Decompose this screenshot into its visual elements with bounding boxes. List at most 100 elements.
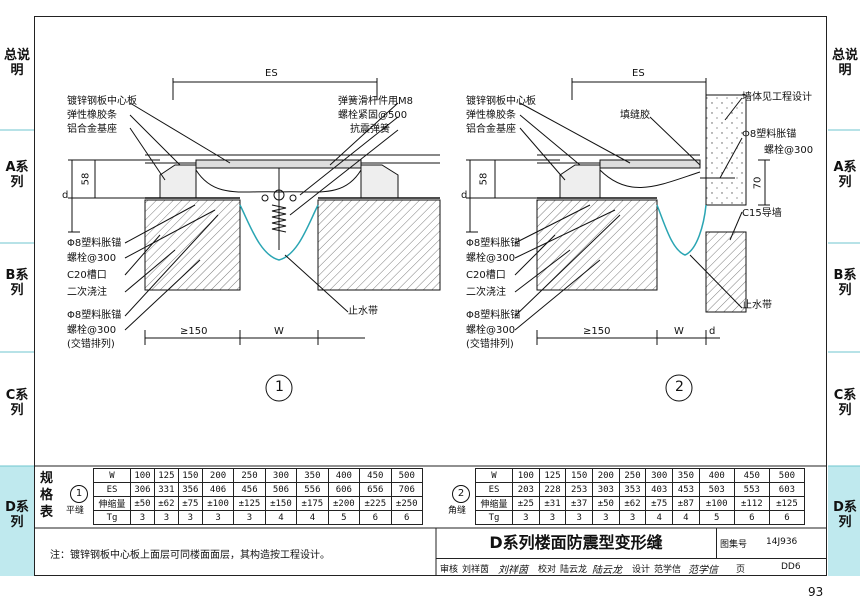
spec-cell: ±200: [327, 496, 361, 511]
spec-cell: ±62: [153, 496, 179, 511]
diagram-1: [68, 78, 441, 345]
spec-cell: 125: [153, 468, 179, 483]
spec-cell: 706: [390, 482, 424, 497]
sidebar-right-item-c[interactable]: C系列: [833, 388, 857, 418]
sidebar-left-item-d[interactable]: D系列: [5, 500, 29, 530]
d1-label-l6: 二次浇注: [67, 287, 107, 298]
spec-cell: 5: [327, 510, 361, 525]
diagram-2-number-circle: [665, 374, 693, 402]
d2-dim-58: 58: [478, 172, 490, 186]
spec-row-name: W: [475, 468, 513, 483]
spec-cell: 300: [264, 468, 298, 483]
spec-cell: ±62: [618, 496, 647, 511]
spec-row-right-2: 伸缩量±25±31±37±50±62±75±87±100±112±125: [475, 496, 806, 511]
d1-dim-d: d: [62, 190, 69, 201]
sidebar-left-item-b[interactable]: B系列: [5, 268, 29, 298]
d2-label-l6: 二次浇注: [466, 287, 506, 298]
d1-label-l1: 弹性橡胶条: [67, 110, 117, 121]
spec-cell: 125: [538, 468, 567, 483]
d2-label-r0: 墙体见工程设计: [742, 92, 812, 103]
spec-row-left-2: 伸缩量±50±62±75±100±125±150±175±200±225±250: [93, 496, 424, 511]
d2-label-l5: C20槽口: [466, 270, 506, 281]
spec-cell: ±25: [512, 496, 540, 511]
spec-cell: 3: [565, 510, 594, 525]
d1-label-l3: Φ8塑料胀锚: [67, 238, 122, 249]
spec-cell: 203: [512, 482, 540, 497]
design-label: 设计: [632, 565, 651, 575]
d1-label-l9: (交错排列): [67, 339, 115, 350]
d2-label-l0: 镀锌钢板中心板: [466, 96, 536, 107]
spec-right-type: 角缝: [448, 506, 467, 516]
sidebar-right-item-general[interactable]: 总说明: [831, 48, 858, 78]
atlas-label: 图集号: [720, 540, 748, 550]
d2-label-l7: Φ8塑料胀锚: [466, 310, 521, 321]
spec-cell: 3: [177, 510, 203, 525]
spec-cell: 150: [177, 468, 203, 483]
spec-cell: 4: [672, 510, 700, 525]
spec-cell: 250: [618, 468, 647, 483]
spec-cell: 303: [592, 482, 620, 497]
spec-right-num: 2: [452, 485, 470, 503]
d1-dim-58: 58: [80, 172, 92, 186]
check-label: 校对: [538, 565, 557, 575]
spec-cell: ±225: [359, 496, 392, 511]
sidebar-right-item-d[interactable]: D系列: [833, 500, 857, 530]
atlas-number: 14J936: [766, 537, 798, 547]
spec-cell: 353: [618, 482, 647, 497]
spec-row-name: 伸缩量: [93, 496, 131, 511]
d2-label-r1: 填缝胶: [620, 110, 650, 121]
spec-cell: 4: [296, 510, 329, 525]
d1-label-l7: Φ8塑料胀锚: [67, 310, 122, 321]
sidebar-right-item-a[interactable]: A系列: [833, 160, 857, 190]
checker-sign: 陆云龙: [592, 565, 622, 576]
d2-label-r2: Φ8塑料胀锚: [742, 129, 797, 140]
spec-cell: ±100: [698, 496, 735, 511]
note-text: 注：镀锌钢板中心板上面层可同楼面面层，其构造按工程设计。: [50, 550, 330, 561]
sidebar-left-item-general[interactable]: 总说明: [3, 48, 30, 78]
spec-left-type: 平缝: [66, 506, 85, 516]
spec-cell: 3: [592, 510, 620, 525]
spec-cell: 250: [233, 468, 266, 483]
d1-number: 1: [275, 379, 284, 395]
spec-cell: ±50: [130, 496, 155, 511]
spec-cell: 200: [201, 468, 235, 483]
spec-cell: 228: [538, 482, 567, 497]
title-block-title: D系列楼面防震型变形缝: [489, 533, 663, 552]
d1-label-r2: 抗震弹簧: [350, 124, 390, 135]
d1-label-r0: 弹簧滑杆件用M8: [338, 96, 413, 107]
spec-row-name: ES: [475, 482, 513, 497]
d2-label-l2: 铝合金基座: [466, 124, 516, 135]
spec-cell: 403: [645, 482, 674, 497]
page-label: 页: [736, 565, 746, 575]
spec-cell: 450: [359, 468, 392, 483]
diagram-1-number-circle: [265, 374, 293, 402]
sidebar-left-item-a[interactable]: A系列: [5, 160, 29, 190]
reviewer: 刘祥茵: [462, 565, 490, 575]
d2-label-l4: 螺栓@300: [466, 253, 516, 264]
d1-dim-ge150: ≥150: [180, 326, 208, 337]
spec-cell: 556: [296, 482, 329, 497]
spec-cell: 450: [733, 468, 770, 483]
d1-label-r3: 止水带: [348, 306, 378, 317]
d1-label-l4: 螺栓@300: [67, 253, 117, 264]
spec-cell: 4: [264, 510, 298, 525]
spec-cell: 4: [645, 510, 674, 525]
d1-label-r1: 螺栓紧固@500: [338, 110, 408, 121]
d1-label-l5: C20槽口: [67, 270, 107, 281]
review-label: 审核: [440, 565, 459, 575]
d1-label-l8: 螺栓@300: [67, 325, 117, 336]
spec-cell: 3: [618, 510, 647, 525]
d2-label-l9: (交错排列): [466, 339, 514, 350]
spec-cell: 3: [130, 510, 155, 525]
drawing-frame: [34, 16, 827, 576]
sidebar-right-highlight: [828, 466, 860, 576]
spec-row-name: ES: [93, 482, 131, 497]
sidebar-left-item-c[interactable]: C系列: [5, 388, 29, 418]
spec-cell: 3: [201, 510, 235, 525]
spec-cell: ±31: [538, 496, 567, 511]
d2-dim-es: ES: [632, 68, 645, 79]
d2-number: 2: [675, 379, 684, 395]
sidebar-right-item-b[interactable]: B系列: [833, 268, 857, 298]
